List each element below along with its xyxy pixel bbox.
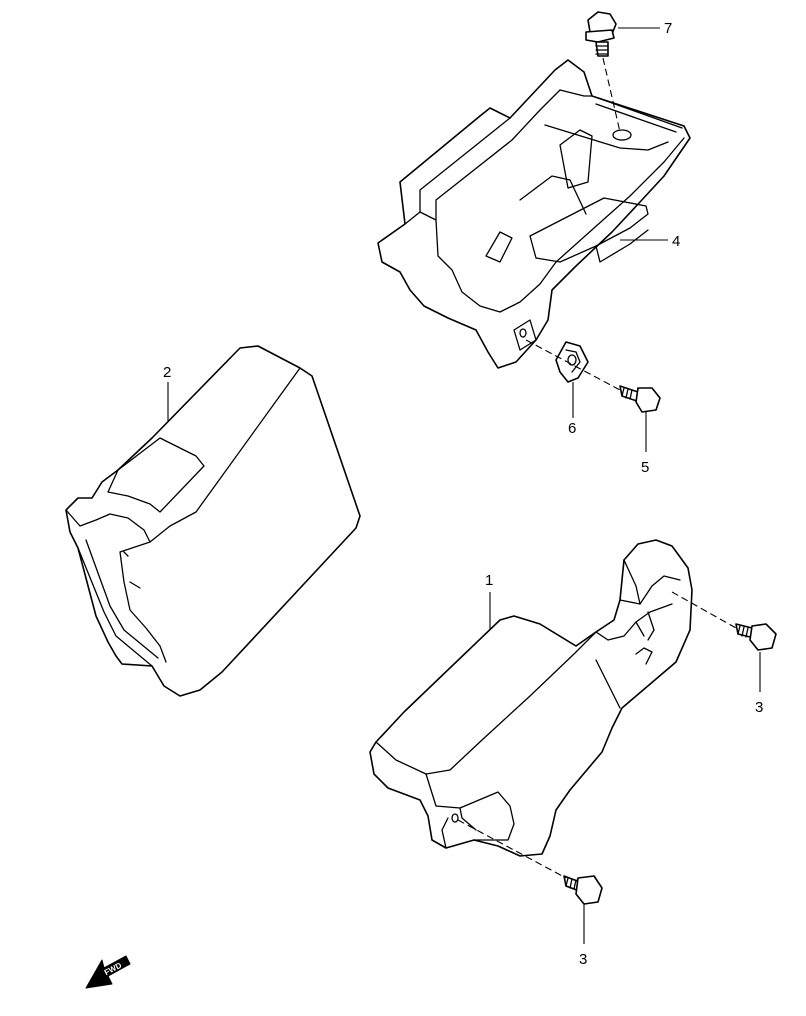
- bolt-part-7: [585, 11, 617, 57]
- callout-4: 4: [672, 233, 680, 250]
- callout-2: 2: [163, 364, 171, 381]
- battery-cover-part-2: [65, 345, 361, 697]
- bolt-part-3-right: [735, 623, 777, 651]
- callout-3-right: 3: [755, 699, 763, 716]
- callout-7: 7: [664, 20, 672, 37]
- battery-tray-part-4: [377, 59, 691, 369]
- callout-1: 1: [485, 572, 493, 589]
- bolt-part-3-bottom: [563, 875, 603, 905]
- side-cover-part-1: [369, 539, 693, 857]
- clip-nut-part-6: [555, 341, 589, 383]
- callout-5: 5: [641, 459, 649, 476]
- callout-3-bottom: 3: [579, 951, 587, 968]
- callout-6: 6: [568, 420, 576, 437]
- fwd-arrow-icon: FWD: [85, 955, 131, 989]
- bolt-part-5: [619, 385, 661, 413]
